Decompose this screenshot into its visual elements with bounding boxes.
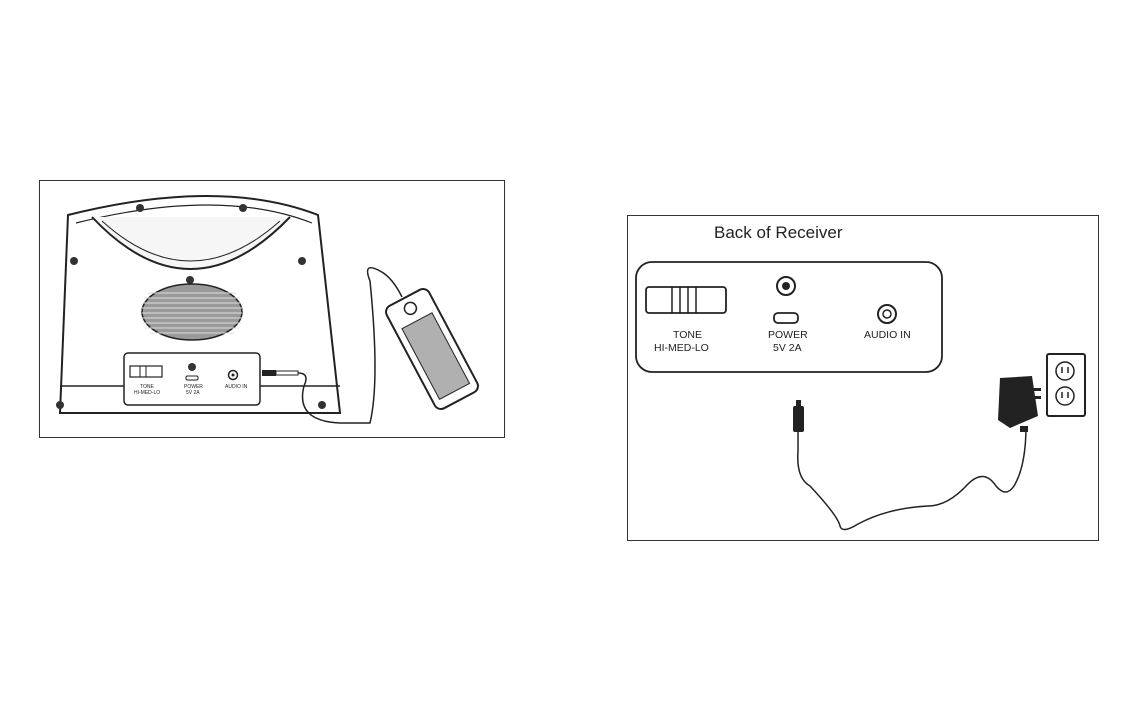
power-adapter-icon (998, 376, 1041, 432)
dc-plug-icon (793, 400, 804, 432)
wall-outlet-icon (1046, 353, 1086, 417)
tone-switch-icon (645, 286, 727, 314)
speaker-grille (141, 283, 243, 341)
screw-icon (239, 204, 247, 212)
power-label: POWER (768, 329, 808, 341)
power-label: POWER (184, 384, 203, 390)
right-diagram-panel: Back of Receiver TONE HI-MED-LO POWER 5V… (627, 215, 1099, 541)
audio-in-label: AUDIO IN (225, 384, 248, 390)
audio-plug-icon (262, 370, 276, 376)
tone-sub-label: HI-MED-LO (654, 342, 709, 354)
usb-c-port-icon (773, 312, 799, 324)
screw-icon (298, 257, 306, 265)
power-port-icon (188, 363, 196, 371)
power-cable (797, 425, 1027, 531)
tone-sub-label: HI-MED-LO (134, 390, 160, 396)
tone-label: TONE (673, 329, 702, 341)
panel-title: Back of Receiver (714, 223, 843, 242)
power-sub-label: 5V 2A (773, 342, 802, 354)
left-diagram-panel: TONE HI-MED-LO POWER 5V 2A AUDIO IN (39, 180, 505, 438)
audio-cable (297, 266, 403, 424)
handle (91, 216, 291, 270)
screw-icon (318, 401, 326, 409)
receiver-with-phone-illustration: TONE HI-MED-LO POWER 5V 2A AUDIO IN (56, 195, 479, 424)
tone-label: TONE (140, 384, 154, 390)
screw-icon (70, 257, 78, 265)
audio-in-label: AUDIO IN (864, 329, 911, 341)
screw-icon (136, 204, 144, 212)
screw-icon (56, 401, 64, 409)
power-sub-label: 5V 2A (186, 390, 200, 396)
screw-icon (186, 276, 194, 284)
smartphone-icon (385, 287, 479, 411)
back-of-receiver-illustration: Back of Receiver TONE HI-MED-LO POWER 5V… (635, 223, 1086, 531)
